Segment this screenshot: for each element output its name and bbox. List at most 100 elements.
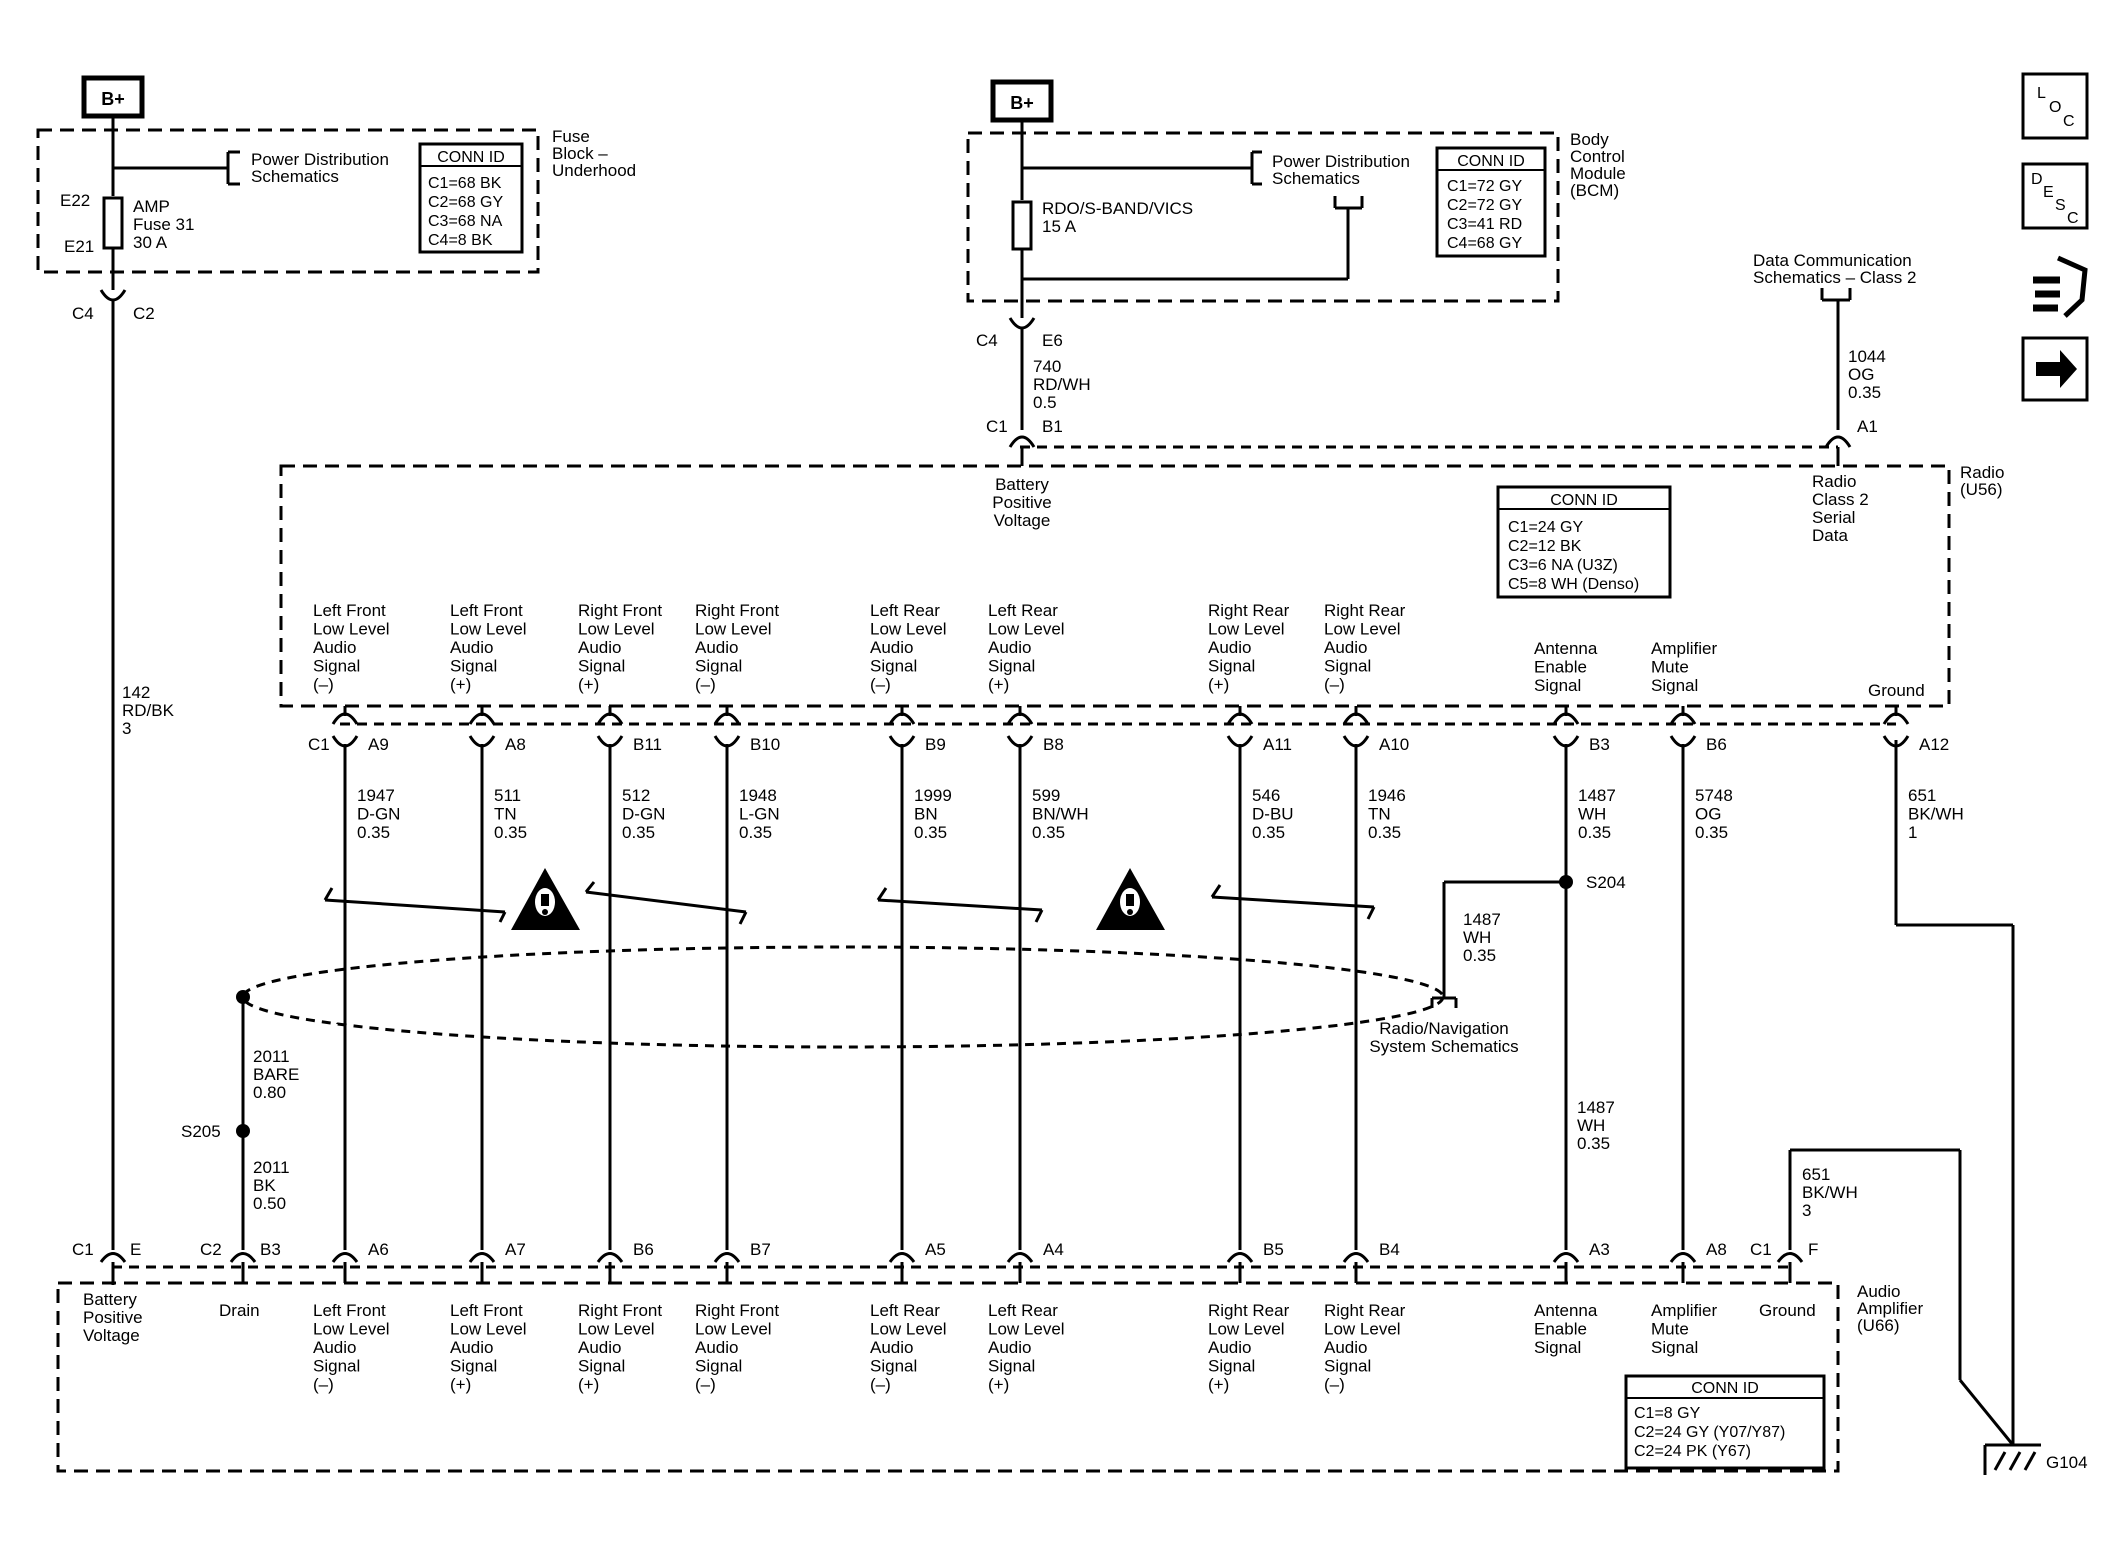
conn-id-title: CONN ID — [1691, 1380, 1759, 1397]
next-arrow-button[interactable] — [2021, 336, 2089, 402]
wire-label: BK — [253, 1176, 276, 1195]
radio-pin-desc: Radio — [1812, 472, 1856, 491]
amp-pin-desc: Low Level — [578, 1320, 655, 1339]
radio-pin-desc: Audio — [313, 638, 356, 657]
wire-label: RD/BK — [122, 701, 175, 720]
radio-pin-desc: Low Level — [695, 620, 772, 639]
wire-label: 0.35 — [1577, 1134, 1610, 1153]
wire-label: 0.50 — [253, 1194, 286, 1213]
amp-pin-desc: (–) — [870, 1375, 891, 1394]
connector-id: C2 — [133, 304, 155, 323]
amp-pin-desc: Low Level — [1324, 1320, 1401, 1339]
wire-label: 3 — [122, 719, 131, 738]
amp-pin-desc: Signal — [1534, 1338, 1581, 1357]
amp-pin-arc — [888, 1252, 916, 1263]
wire-label: 1946 — [1368, 786, 1406, 805]
amp-pin-arc — [1006, 1252, 1034, 1263]
desc-icon-s: S — [2055, 197, 2066, 214]
radio-pin-desc: Right Rear — [1208, 601, 1290, 620]
bplus-left: B+ — [81, 75, 145, 119]
fuse-block-outline — [36, 128, 540, 274]
amp-pin-desc: (+) — [450, 1375, 471, 1394]
amp-pin-desc: Signal — [313, 1357, 360, 1376]
bcm-title: Body — [1570, 130, 1609, 149]
fuse-label: Fuse 31 — [133, 215, 194, 234]
amp-pin-desc: (+) — [988, 1375, 1009, 1394]
amp-pin-desc: Right Front — [578, 1301, 662, 1320]
conn-id-row: C3=41 RD — [1447, 216, 1522, 233]
pin-label: B3 — [260, 1240, 281, 1259]
radio-pin-desc: Audio — [870, 638, 913, 657]
signal-wires — [331, 142, 1910, 1470]
pin-label: B10 — [750, 735, 780, 754]
shield-drain-dot — [236, 990, 250, 1004]
amp-pin-desc: Right Rear — [1208, 1301, 1290, 1320]
radio-pin-desc: Low Level — [313, 620, 390, 639]
wire-label: 0.35 — [914, 823, 947, 842]
radio-pin-desc: Class 2 — [1812, 490, 1869, 509]
conn-id-row: C2=68 GY — [428, 194, 503, 211]
wire-label: 3 — [1802, 1201, 1811, 1220]
amp-pin-desc: Low Level — [313, 1320, 390, 1339]
wire-label: BN/WH — [1032, 805, 1089, 824]
amp-pin-desc: Signal — [450, 1357, 497, 1376]
bplus-left-label: B+ — [101, 89, 125, 109]
desc-icon-c: C — [2067, 210, 2079, 227]
loc-button[interactable]: L O C — [2021, 72, 2089, 140]
radio-title: Radio — [1960, 463, 2004, 482]
radio-pin-desc: Audio — [1324, 638, 1367, 657]
amp-pin-desc: Audio — [1208, 1338, 1251, 1357]
conn-id-row: C1=24 GY — [1508, 519, 1583, 536]
radio-pin-desc: Audio — [695, 638, 738, 657]
amp-pin-desc: Positive — [83, 1308, 143, 1327]
warning-icon — [1096, 868, 1165, 930]
amp-pin-desc: Right Rear — [1324, 1301, 1406, 1320]
fuse-block-title: Underhood — [552, 161, 636, 180]
pin-label: B4 — [1379, 1240, 1400, 1259]
amp-pin-desc: Signal — [1324, 1357, 1371, 1376]
wire-label: 5748 — [1695, 786, 1733, 805]
pin-label: A3 — [1589, 1240, 1610, 1259]
radio-pin-desc: Signal — [1324, 657, 1371, 676]
desc-button[interactable]: D E S C — [2021, 162, 2089, 230]
conn-id-row: C2=24 PK (Y67) — [1634, 1443, 1751, 1460]
wire-label: 1044 — [1848, 347, 1886, 366]
wire-label: 1999 — [914, 786, 952, 805]
wire-label: 512 — [622, 786, 650, 805]
radio-pin-desc: (+) — [988, 675, 1009, 694]
amp-pin-desc: (–) — [1324, 1375, 1345, 1394]
wire-label: BN — [914, 805, 938, 824]
fuse-label: 30 A — [133, 233, 168, 252]
amp-pin-arc — [596, 1252, 624, 1263]
data-comm-ref: Schematics – Class 2 — [1753, 268, 1916, 287]
wire-label: 511 — [494, 786, 521, 805]
radio-pin-desc: Low Level — [1208, 620, 1285, 639]
amp-pin-desc: Low Level — [870, 1320, 947, 1339]
power-dist-ref: Schematics — [251, 167, 339, 186]
radio-pin-desc: (+) — [450, 675, 471, 694]
radio-pin-desc: Audio — [988, 638, 1031, 657]
radio-pin-desc: (–) — [870, 675, 891, 694]
power-dist-ref: Schematics — [1272, 169, 1360, 188]
amp-pin-desc: Enable — [1534, 1320, 1587, 1339]
conn-id-row: C1=72 GY — [1447, 178, 1522, 195]
pin-label: B6 — [1706, 735, 1727, 754]
amp-pin-desc: Voltage — [83, 1326, 140, 1345]
fuse-pin: E22 — [60, 191, 90, 210]
bcm-title: Control — [1570, 147, 1625, 166]
amp-title: (U66) — [1857, 1316, 1900, 1335]
wire-label: TN — [494, 805, 517, 824]
radio-pin-desc: Audio — [578, 638, 621, 657]
pin-label: B7 — [750, 1240, 771, 1259]
wire-arc — [1882, 735, 1910, 748]
connector-icon[interactable] — [2033, 255, 2088, 318]
amp-outline — [56, 1281, 1840, 1473]
amp-pin-arc — [468, 1252, 496, 1263]
pin-label: F — [1808, 1240, 1818, 1259]
pin-label: B3 — [1589, 735, 1610, 754]
connector-id: C1 — [308, 735, 330, 754]
connector-id: C4 — [976, 331, 998, 350]
radio-pin-desc: Mute — [1651, 658, 1689, 677]
desc-icon-e: E — [2043, 184, 2054, 201]
